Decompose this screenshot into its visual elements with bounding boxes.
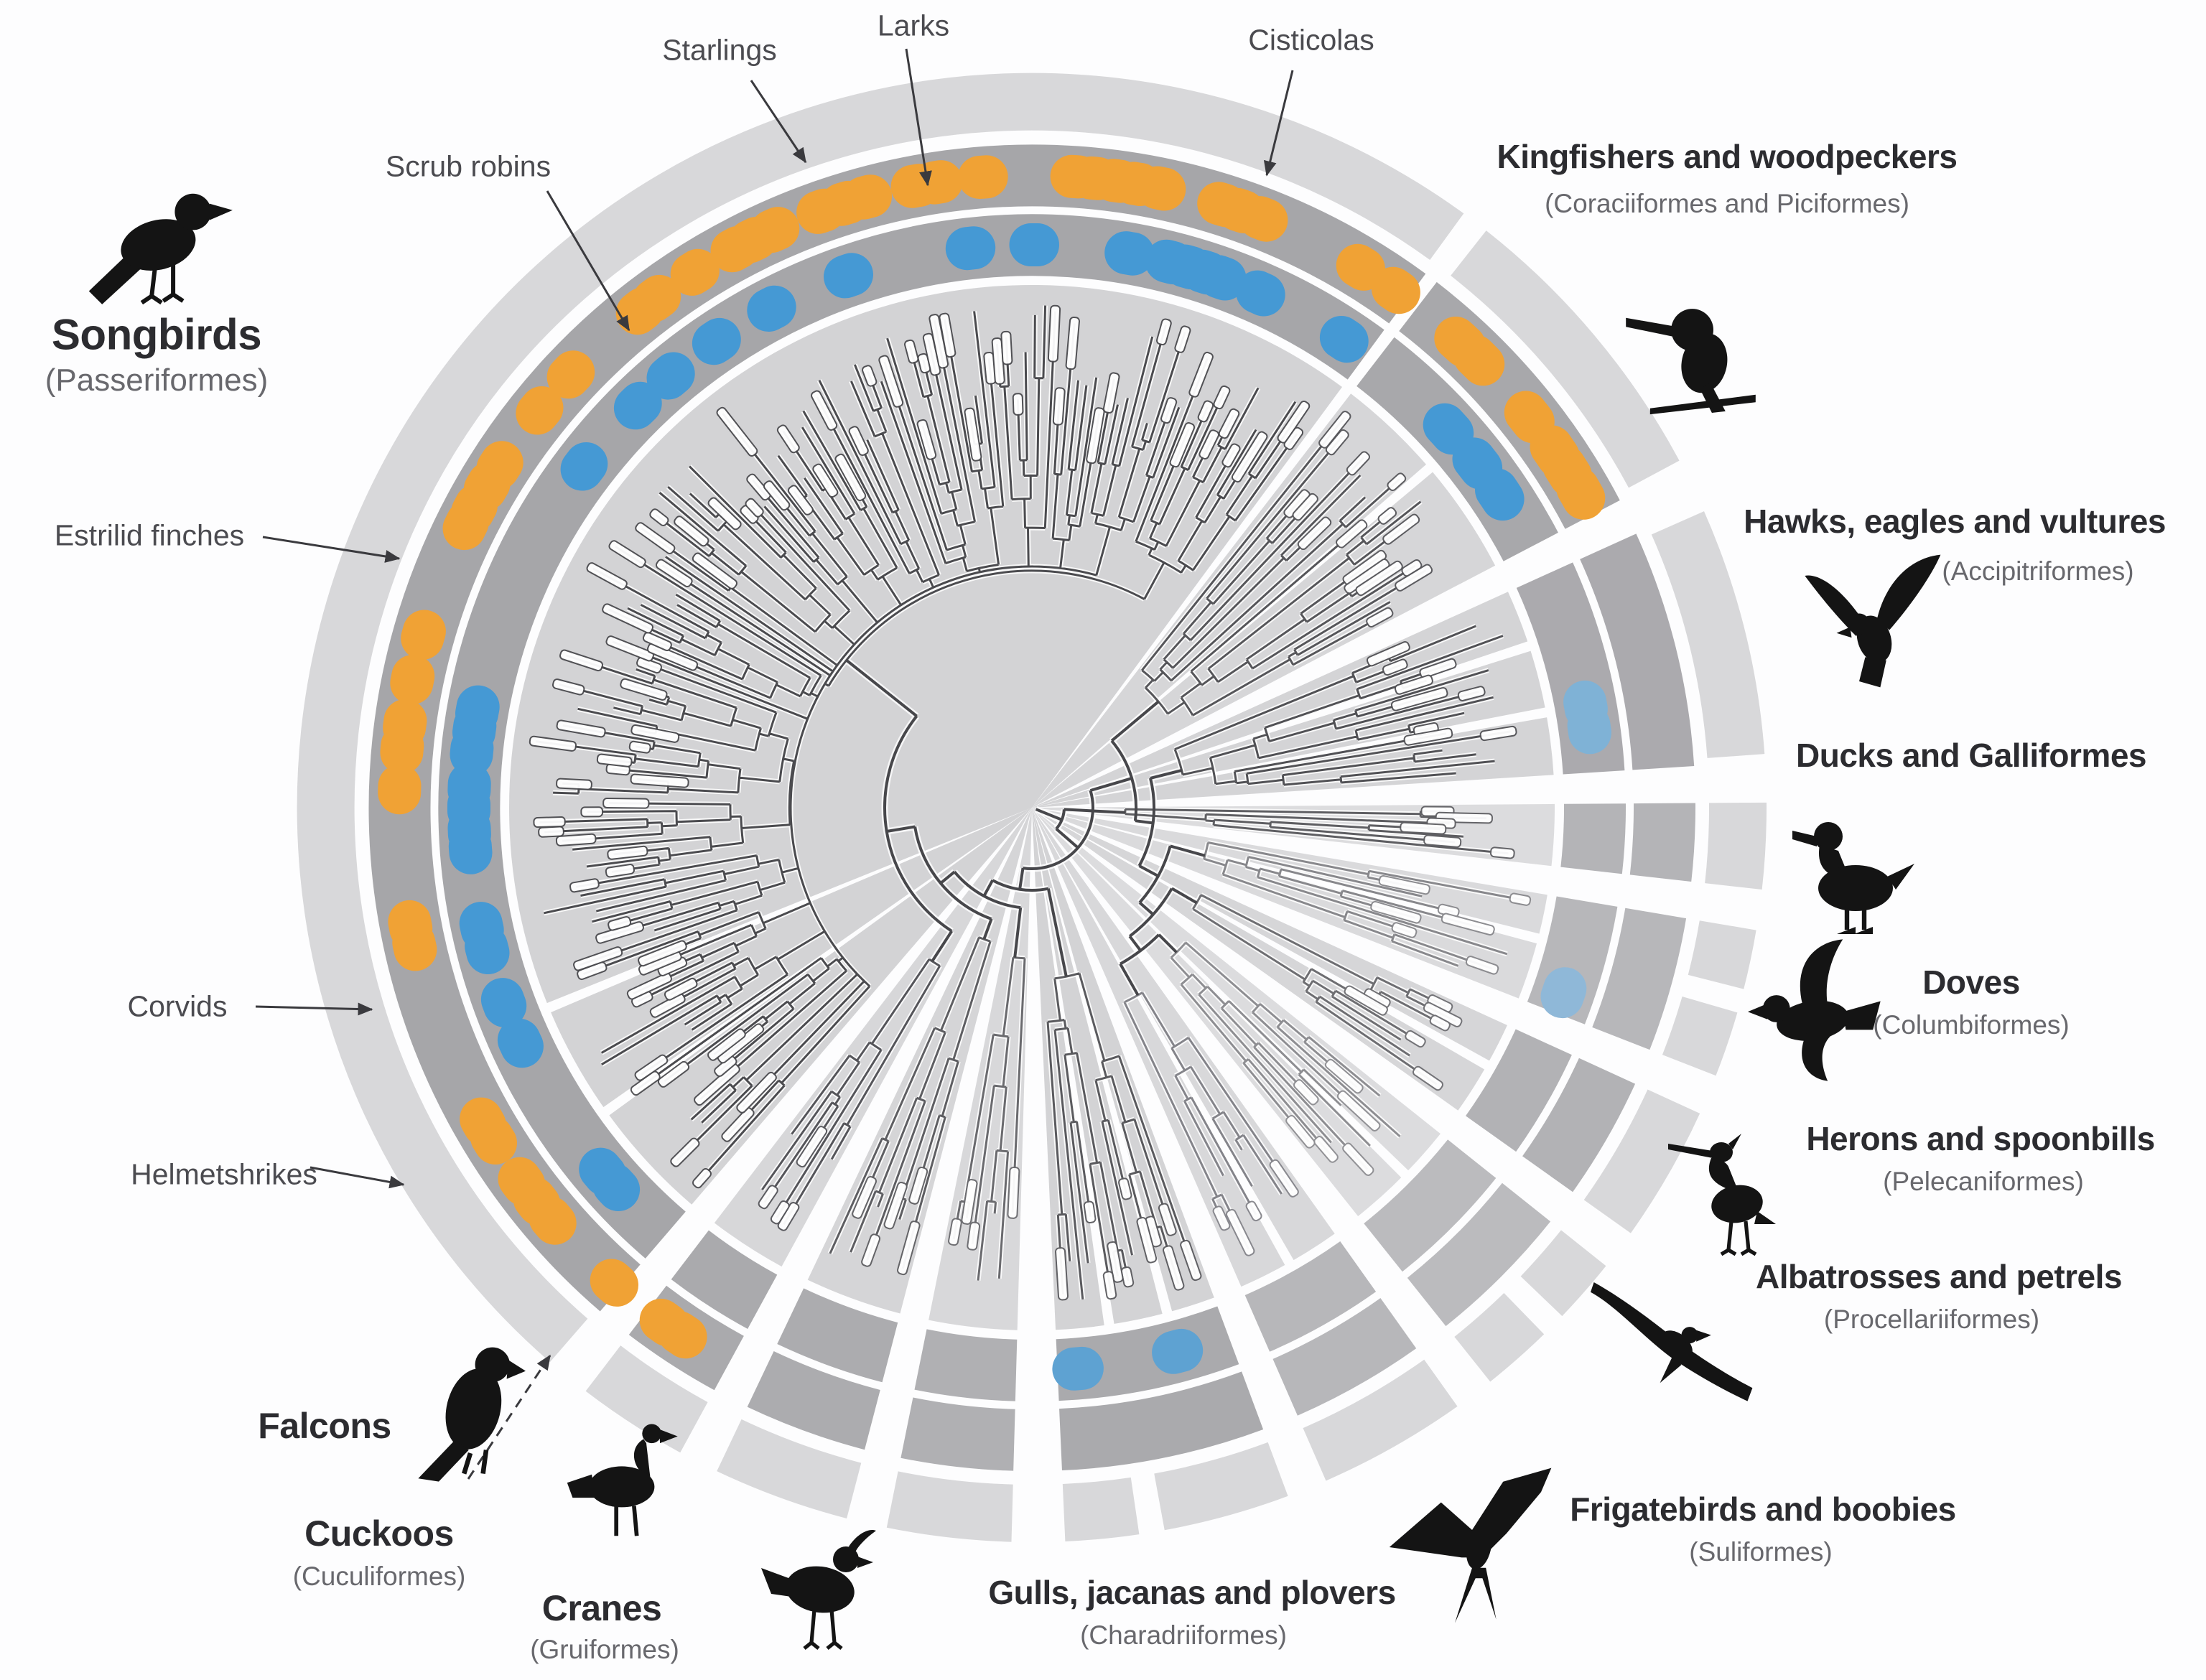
callout-arrows-layer [255,48,1294,1480]
label-starlings: Starlings [662,33,777,67]
label-songbirds: Songbirds [51,310,262,359]
songbird-icon [88,193,233,305]
label-hawks-sub: (Accipitriformes) [1942,556,2134,586]
crane-icon [567,1424,678,1536]
label-scrub-robins: Scrub robins [385,149,552,183]
callout-arrow-starlings [750,80,807,164]
plover-icon [761,1529,876,1651]
label-kingfishers-sub: (Coraciiformes and Piciformes) [1545,189,1909,218]
callout-arrow-scrub_robins [546,190,630,332]
label-herons-sub: (Pelecaniformes) [1883,1167,2084,1196]
label-cuckoos-sub: (Cuculiformes) [292,1562,466,1591]
label-hawks: Hawks, eagles and vultures [1744,503,2166,540]
callout-arrow-corvids [255,1002,373,1016]
label-doves: Doves [1922,963,2020,1001]
label-kingfishers: Kingfishers and woodpeckers [1497,138,1958,175]
label-albatrosses-sub: (Procellariiformes) [1823,1305,2040,1334]
label-helmetshrikes: Helmetshrikes [131,1157,317,1191]
label-gulls-sub: (Charadriiformes) [1080,1620,1287,1650]
label-doves-sub: (Columbiformes) [1873,1010,2070,1040]
label-cisticolas: Cisticolas [1248,23,1374,57]
callout-arrow-larks [905,48,932,187]
kingfisher-icon [1626,309,1756,415]
outer-arc-layer [297,73,1767,1542]
falcon-icon [418,1347,526,1482]
label-cranes: Cranes [541,1588,662,1628]
label-estrilid-finches: Estrilid finches [54,518,245,552]
tree-branches-layer [535,305,1525,1300]
label-falcons: Falcons [258,1406,391,1446]
label-ducks: Ducks and Galliformes [1796,737,2147,774]
label-herons: Herons and spoonbills [1806,1120,2155,1157]
frigatebird-icon [1389,1467,1552,1623]
dove-icon [1747,939,1881,1081]
trait-marks-layer [378,154,1611,1391]
label-larks: Larks [877,9,950,42]
eagle-icon [1805,554,1941,688]
heron-icon [1668,1134,1776,1256]
albatross-icon [1591,1282,1753,1401]
label-frigatebirds-sub: (Suliformes) [1689,1537,1833,1567]
callout-arrow-cisticolas [1263,70,1294,177]
label-cranes-sub: (Gruiformes) [530,1635,679,1664]
duck-icon [1792,822,1914,934]
label-albatrosses: Albatrosses and petrels [1755,1258,2123,1295]
label-gulls: Gulls, jacanas and plovers [988,1574,1396,1611]
label-corvids: Corvids [127,989,228,1023]
label-songbirds-sub: (Passeriformes) [45,363,269,398]
clade-wedges-layer [508,284,1555,1330]
label-cuckoos: Cuckoos [304,1513,454,1554]
label-frigatebirds: Frigatebirds and boobies [1570,1490,1956,1528]
callout-arrow-estrilid_finches [262,536,401,563]
callout-arrow-helmetshrikes [310,1166,405,1189]
leaf-tips-layer [529,304,1532,1301]
callout-arrow-cuckoos_arrow [467,1354,552,1480]
